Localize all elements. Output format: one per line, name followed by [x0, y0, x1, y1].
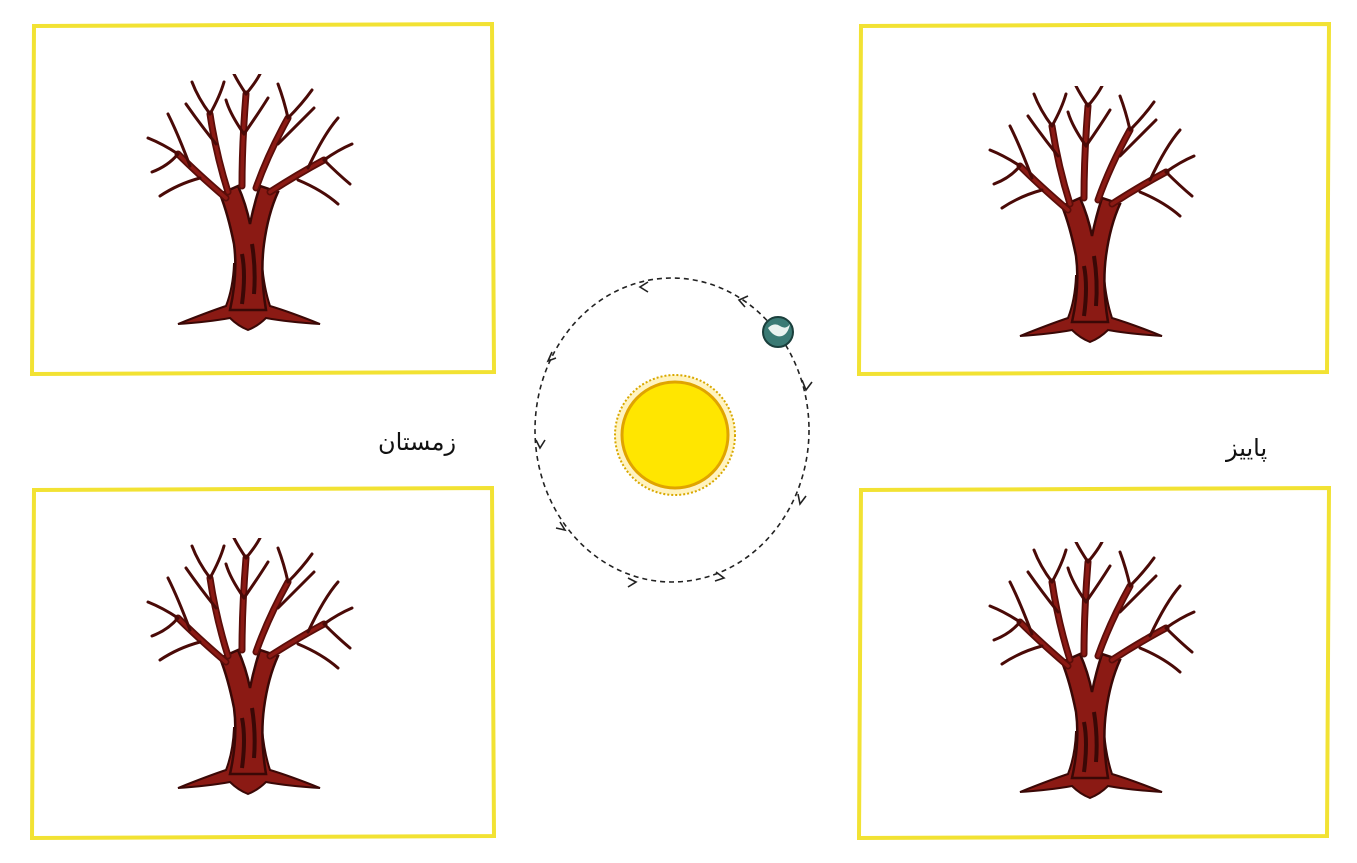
tree-icon [138, 538, 368, 803]
frame-top-right [855, 18, 1335, 378]
label-winter: زمستان [378, 428, 456, 456]
frame-top-left [28, 18, 498, 378]
tree-icon [980, 86, 1210, 351]
frame-bottom-left [28, 482, 498, 844]
earth-icon [763, 317, 793, 347]
label-autumn: پاییز [1226, 434, 1267, 462]
frame-bottom-right [855, 482, 1335, 844]
sun-icon [615, 375, 735, 495]
orbit-diagram [520, 270, 830, 610]
tree-icon [980, 542, 1210, 807]
tree-icon [138, 74, 368, 339]
